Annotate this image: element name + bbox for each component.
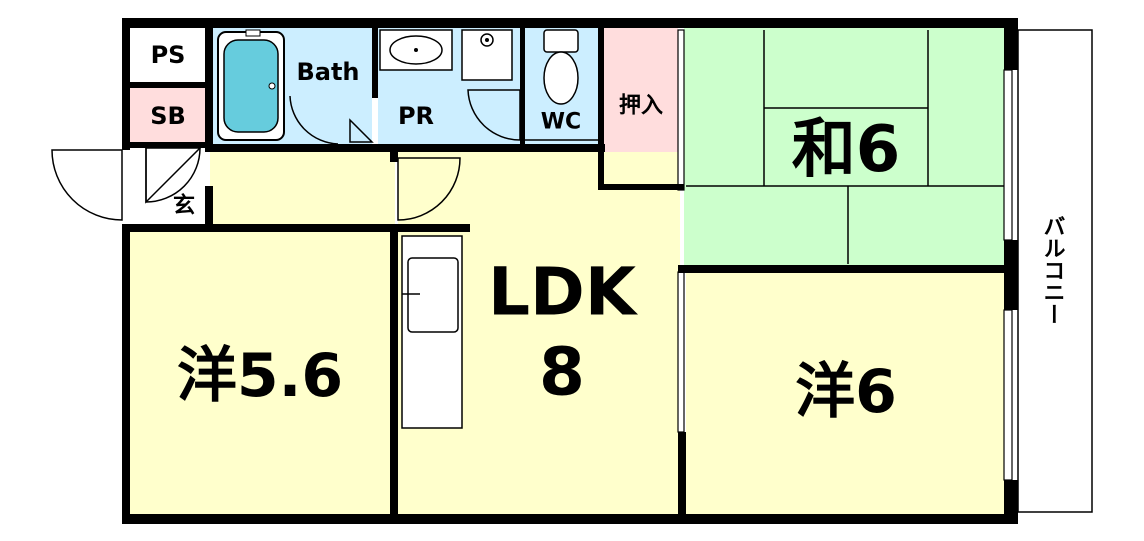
label-youshitsu-right: 洋6	[795, 357, 897, 427]
label-ldk-line1: LDK	[488, 254, 639, 331]
label-entrance: 玄	[173, 193, 195, 219]
tatami-pattern	[686, 30, 1004, 264]
hall-floor	[210, 152, 395, 224]
walls	[122, 18, 1018, 524]
washbasin	[379, 29, 453, 71]
youshitsu-right-floor	[686, 272, 1004, 516]
entrance-floor	[130, 148, 205, 224]
label-pr: PR	[398, 102, 434, 130]
label-ldk-line2: 8	[539, 334, 585, 411]
label-bath: Bath	[296, 58, 359, 86]
bathtub	[217, 29, 285, 141]
room-labels: PS SB Bath PR WC 押入 和6 玄 洋5.6 LDK 8 洋6 バ…	[150, 41, 1064, 427]
sb-floor	[130, 88, 205, 142]
ldk-upper-floor	[604, 184, 680, 274]
label-ps: PS	[151, 41, 186, 69]
label-wc: WC	[541, 110, 581, 135]
ps-floor	[130, 28, 205, 82]
label-youshitsu-left: 洋5.6	[177, 341, 343, 411]
toilet	[543, 29, 579, 105]
label-washitsu: 和6	[792, 113, 901, 187]
label-sb: SB	[150, 102, 186, 130]
washing-machine	[461, 29, 513, 81]
kitchen-counter	[401, 235, 463, 429]
label-oshiire: 押入	[619, 93, 663, 119]
youshitsu-left-floor	[130, 232, 390, 516]
label-balcony: バルコニー	[1040, 215, 1065, 325]
balcony-floor	[1017, 29, 1093, 513]
washitsu-floor	[684, 28, 1004, 265]
